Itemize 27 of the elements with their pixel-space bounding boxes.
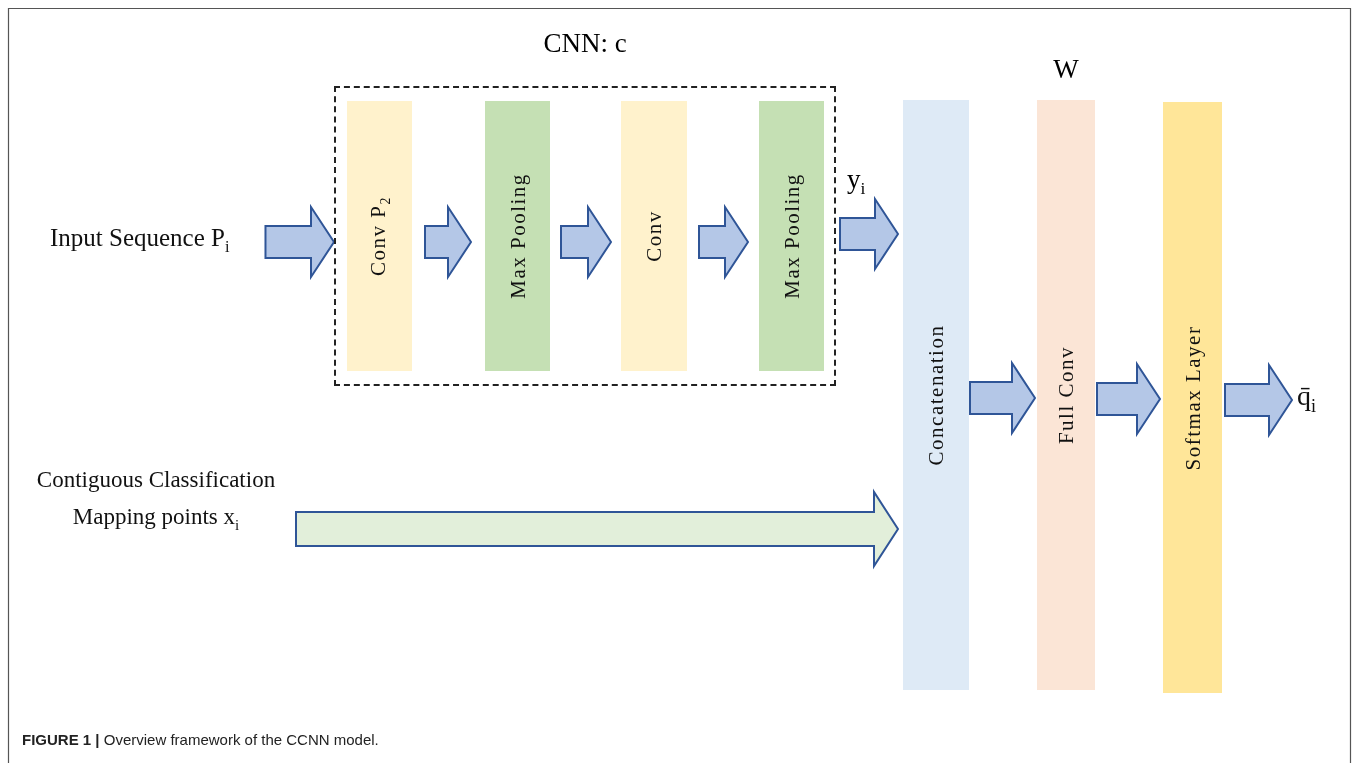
block-arrow — [698, 203, 750, 281]
layer-bar — [621, 101, 687, 371]
block-arrow — [560, 203, 613, 281]
layer-label: Conv — [641, 210, 667, 262]
layer-bar — [903, 100, 969, 690]
layer-label: Max Pooling — [779, 173, 804, 299]
layer-label: Softmax Layer — [1180, 325, 1205, 470]
layer-bar — [485, 101, 550, 371]
block-arrow — [264, 203, 336, 281]
block-arrow — [839, 195, 900, 273]
group-title: CNN: c — [543, 28, 627, 58]
block-arrow — [1096, 360, 1162, 438]
layer-bar — [759, 101, 824, 371]
weight-label: W — [1053, 54, 1079, 84]
block-arrow — [1224, 361, 1294, 439]
layer-label: Concatenation — [923, 324, 949, 466]
input-label: Contiguous Classification Mapping points x$_{i}$ — [22, 462, 290, 538]
layer-bar — [347, 101, 412, 371]
layer-label: Full Conv — [1053, 345, 1079, 445]
block-arrow — [969, 359, 1037, 437]
block-arrow — [424, 203, 473, 281]
block-arrow — [295, 488, 900, 570]
layer-bar — [1163, 102, 1222, 693]
layer-label: Max Pooling — [505, 173, 530, 299]
figure-caption: FIGURE 1 | Overview framework of the CCNN model. — [22, 731, 379, 748]
input-label: Input Sequence P$_{i}$ — [50, 224, 230, 257]
output-label: q̄$_{i}$ — [1297, 380, 1317, 417]
